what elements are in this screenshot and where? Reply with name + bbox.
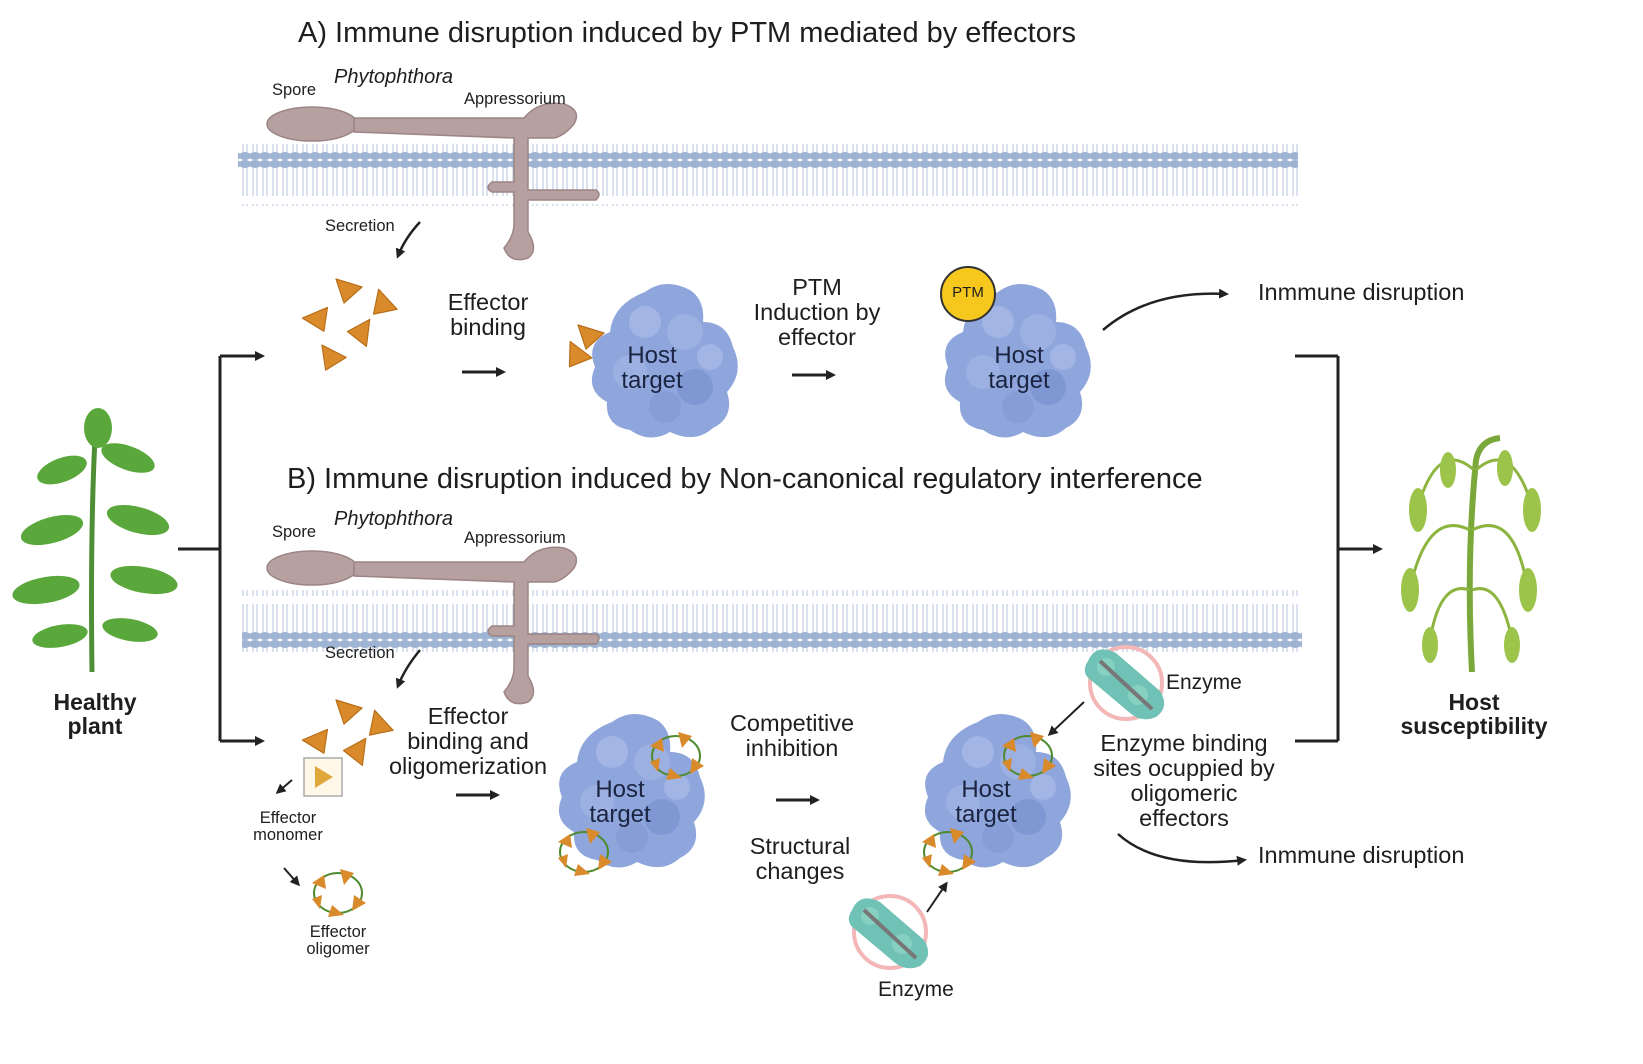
enzyme-top	[1082, 645, 1167, 722]
spore-label-b: Spore	[272, 523, 317, 541]
right-connector	[1295, 354, 1383, 743]
outcome-label-a: Inmmune disruption	[1258, 279, 1465, 305]
arrow-a-outcome	[1102, 288, 1229, 331]
arrow-oligomer	[283, 867, 300, 887]
secretion-arrow-a	[395, 221, 421, 259]
outcome-label-b: Inmmune disruption	[1258, 842, 1465, 868]
appressorium-label-a: Appressorium	[464, 90, 566, 108]
left-connector	[178, 351, 265, 746]
enzyme-bottom	[846, 894, 931, 971]
ptm-badge	[940, 266, 996, 322]
healthy-plant-icon	[12, 408, 178, 673]
panel-a-title: A) Immune disruption induced by PTM medi…	[298, 17, 1077, 49]
panel-b-title: B) Immune disruption induced by Non-cano…	[287, 463, 1203, 495]
organism-label-a: Phytophthora	[334, 66, 453, 88]
arrow-b-outcome	[1117, 833, 1247, 866]
effector-cluster-a	[301, 278, 402, 374]
arrow-enzyme-top	[1047, 701, 1085, 737]
effector-monomer-box	[303, 757, 343, 797]
effector-oligomer-icon	[311, 868, 367, 918]
enzyme-label-top: Enzyme	[1166, 671, 1242, 694]
arrow-monomer	[275, 779, 293, 794]
membrane-a	[238, 144, 1298, 206]
secretion-arrow-b	[395, 649, 421, 689]
secretion-label-b: Secretion	[325, 644, 395, 662]
membrane-b	[242, 590, 1302, 652]
arrow-enzyme-bottom	[926, 881, 948, 913]
wilted-plant-icon	[1401, 435, 1541, 673]
appressorium-label-b: Appressorium	[464, 529, 566, 547]
organism-label-b: Phytophthora	[334, 508, 453, 530]
secretion-label-a: Secretion	[325, 217, 395, 235]
spore-label-a: Spore	[272, 81, 317, 99]
enzyme-label-bottom: Enzyme	[878, 978, 954, 1001]
ptm-badge-label: PTM	[952, 284, 984, 301]
